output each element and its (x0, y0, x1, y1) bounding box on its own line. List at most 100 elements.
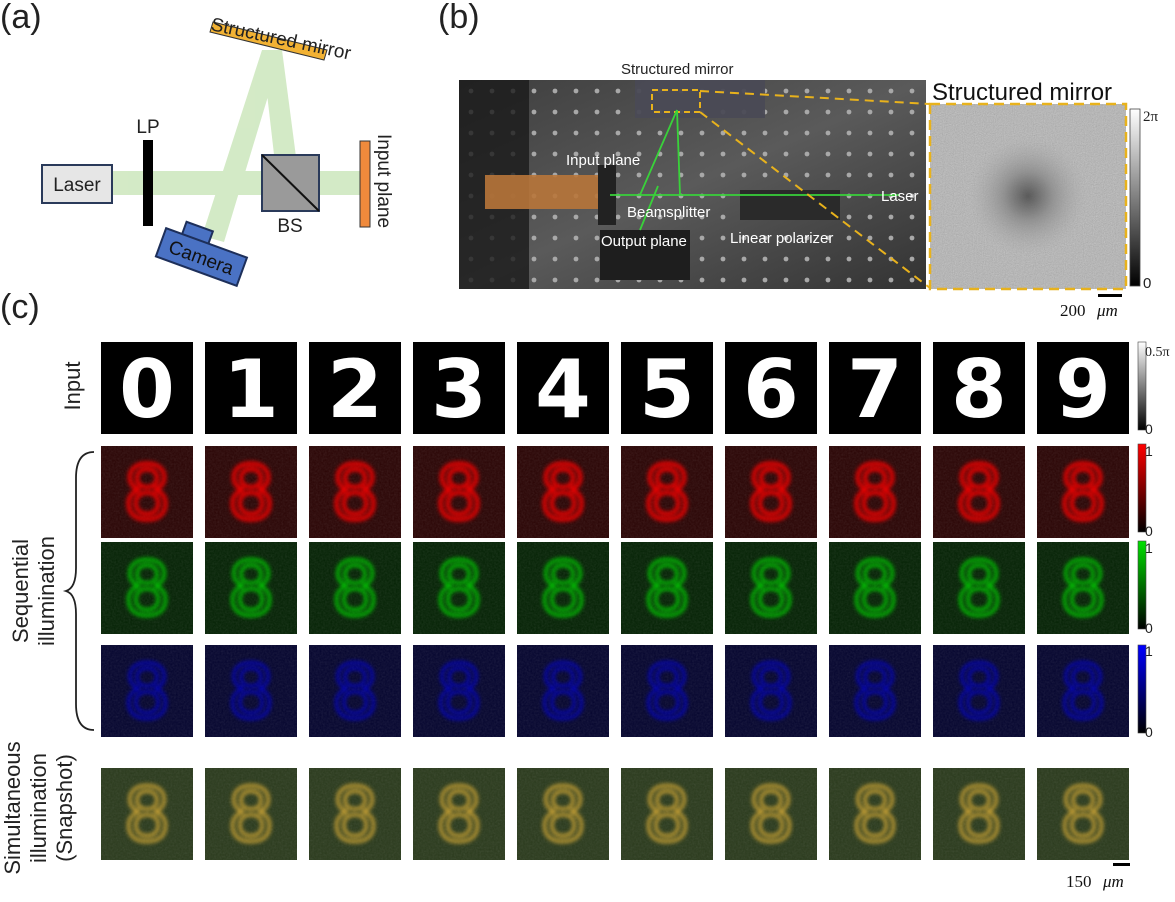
cell-speckle (517, 542, 609, 634)
cell-speckle (621, 768, 713, 860)
scalebar-c-unit: μm (1102, 872, 1124, 891)
cell-background (725, 342, 817, 434)
cell-green-3: 8 (413, 542, 505, 634)
cell-green-9: 8 (1037, 542, 1129, 634)
input-plane-label: Input plane (373, 134, 394, 228)
inset-frame (928, 102, 1128, 291)
cell-input-0: 0 (101, 342, 193, 436)
cell-red-3: 8 (413, 446, 505, 539)
cell-digit: 5 (639, 343, 695, 436)
cell-background (309, 342, 401, 434)
cell-green-4: 8 (517, 542, 609, 634)
beam-to-camera (202, 50, 282, 242)
inset-colorbar-min: 0 (1143, 275, 1151, 292)
mirror-phase-center (968, 136, 1088, 256)
cell-digit: 8 (851, 451, 898, 537)
cell-digit: 8 (227, 451, 274, 537)
cell-speckle (621, 542, 713, 634)
cell-digit: 8 (747, 650, 794, 736)
colorbar-input (1137, 341, 1147, 431)
panel-label-a: (a) (0, 0, 42, 36)
cell-speckle (309, 446, 401, 538)
cell-digit: 8 (747, 451, 794, 537)
cell-digit: 1 (223, 343, 279, 436)
cell-red-5: 8 (621, 446, 713, 539)
cell-green-7: 8 (829, 542, 921, 634)
cell-green-2: 8 (309, 542, 401, 634)
lp-label: LP (136, 117, 159, 138)
ribbon-cable (485, 175, 605, 209)
inset-colorbar (1129, 108, 1141, 287)
cell-digit: 8 (539, 451, 586, 537)
cell-green-5: 8 (621, 542, 713, 634)
cell-speckle (101, 768, 193, 860)
cell-digit: 2 (327, 343, 383, 436)
laser-label: Laser (53, 175, 101, 196)
cell-speckle (413, 768, 505, 860)
inset-title: Structured mirror (932, 79, 1112, 106)
scalebar-b-unit: μm (1096, 301, 1118, 320)
cell-digit: 8 (1059, 547, 1106, 633)
cell-red-8: 8 (933, 446, 1025, 539)
cell-digit: 8 (227, 547, 274, 633)
panel-label-b: (b) (438, 0, 480, 36)
colorbar-input-min: 0 (1145, 421, 1153, 437)
sequential-brace (62, 451, 95, 731)
zoom-line-bottom (699, 111, 931, 289)
structured-mirror-element (209, 21, 328, 61)
cell-speckle (101, 542, 193, 634)
cell-speckle (933, 768, 1025, 860)
cell-speckle (517, 645, 609, 737)
cell-digit: 8 (539, 773, 586, 859)
cell-speckle (413, 446, 505, 538)
cell-digit: 8 (851, 547, 898, 633)
cell-background (829, 342, 921, 434)
laser-box (41, 164, 113, 204)
cell-speckle (621, 645, 713, 737)
colorbar-green-max: 1 (1145, 540, 1153, 556)
panel-label-c: (c) (0, 288, 40, 326)
row-label-sequential-1: Sequential (8, 539, 33, 643)
cell-speckle (933, 645, 1025, 737)
cell-digit: 8 (1059, 650, 1106, 736)
photo-label-structured-mirror: Structured mirror (621, 61, 734, 78)
cell-speckle (309, 768, 401, 860)
zoom-line-top (699, 90, 931, 105)
cell-digit: 8 (955, 547, 1002, 633)
cell-digit: 8 (331, 650, 378, 736)
cell-input-7: 7 (829, 342, 921, 436)
cell-snapshot-0: 8 (101, 768, 193, 860)
cell-speckle (205, 645, 297, 737)
cell-background (1037, 342, 1129, 434)
colorbar-red-max: 1 (1145, 443, 1153, 459)
cell-blue-7: 8 (829, 645, 921, 737)
cell-green-0: 8 (101, 542, 193, 634)
cell-blue-8: 8 (933, 645, 1025, 737)
scalebar-b-bar (1098, 294, 1122, 297)
cell-speckle (309, 645, 401, 737)
cell-snapshot-2: 8 (309, 768, 401, 860)
bs-label: BS (277, 216, 302, 237)
cell-red-7: 8 (829, 446, 921, 539)
cell-speckle (517, 768, 609, 860)
cell-digit: 8 (123, 650, 170, 736)
cell-snapshot-8: 8 (933, 768, 1025, 860)
cell-digit: 8 (435, 451, 482, 537)
cell-speckle (309, 542, 401, 634)
setup-photo: Structured mirror Input plane Beamsplitt… (459, 61, 926, 289)
cell-background (205, 342, 297, 434)
cell-digit: 8 (955, 451, 1002, 537)
cell-snapshot-3: 8 (413, 768, 505, 860)
cell-input-6: 6 (725, 342, 817, 436)
colorbar-blue-max: 1 (1145, 643, 1153, 659)
cell-red-2: 8 (309, 446, 401, 539)
cell-speckle (829, 768, 921, 860)
photo-label-beamsplitter: Beamsplitter (627, 204, 710, 221)
cell-red-6: 8 (725, 446, 817, 539)
cell-digit: 8 (123, 773, 170, 859)
cell-digit: 0 (119, 343, 175, 436)
cell-snapshot-5: 8 (621, 768, 713, 860)
